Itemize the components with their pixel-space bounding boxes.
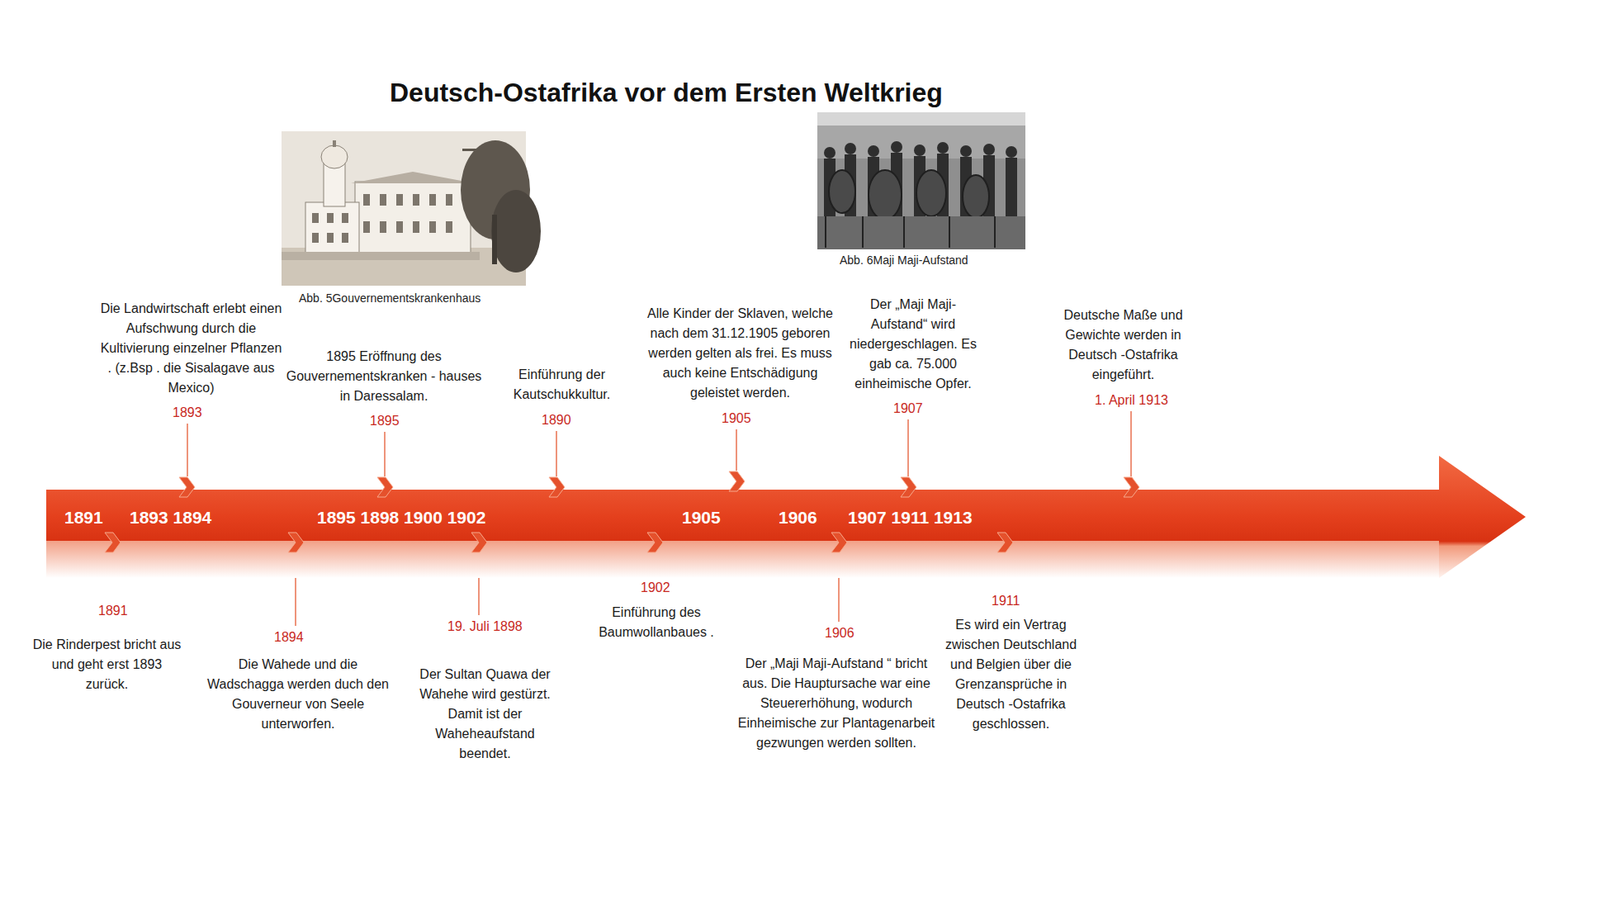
event-text: Einführung des Baumwollanbaues . — [586, 602, 727, 643]
event-date: 1906 — [824, 624, 855, 642]
event-date: 1. April 1913 — [1094, 392, 1169, 409]
event-text: Der Sultan Quawa der Wahehe wird gestürz… — [416, 664, 554, 764]
year-marker: 1905 — [681, 507, 721, 528]
event-text: Alle Kinder der Sklaven, welche nach dem… — [647, 303, 834, 403]
event-text: Deutsche Maße und Gewichte werden in Deu… — [1042, 305, 1204, 385]
timeline-arrow: 1891 1893 1894 1895 1898 1900 1902 1905 1906… — [46, 455, 1526, 578]
figure-caption: Abb. 5Gouvernementskrankenhaus — [298, 290, 481, 306]
event-date: 1893 — [172, 404, 203, 422]
hospital-photo — [281, 131, 541, 286]
event-text: Der „Maji Maji-Aufstand“ wird niedergesc… — [847, 294, 980, 394]
event-date: 1902 — [640, 579, 671, 597]
event-date: 1890 — [541, 411, 572, 429]
year-marker: 1906 — [778, 507, 818, 528]
event-text: 1895 Eröffnung des Gouvernementskranken … — [284, 346, 483, 407]
year-marker: 1893 1894 — [129, 507, 212, 528]
event-date: 1894 — [274, 629, 304, 646]
event-text: Der „Maji Maji-Aufstand “ bricht aus. Di… — [737, 653, 936, 753]
event-text: Die Wahede und die Wadschagga werden duc… — [203, 654, 393, 734]
event-text: Es wird ein Vertrag zwischen Deutschland… — [942, 615, 1080, 734]
year-marker: 1891 — [64, 507, 104, 528]
year-marker: 1895 1898 1900 1902 — [317, 507, 486, 528]
diagram-title: Deutsch-Ostafrika vor dem Ersten Weltkri… — [389, 75, 943, 109]
event-text: Die Landwirtschaft erlebt einen Aufschwu… — [98, 298, 285, 398]
event-date: 1911 — [991, 592, 1020, 610]
warriors-photo — [817, 112, 1026, 250]
event-date: 1905 — [721, 410, 752, 427]
figure-caption: Abb. 6Maji Maji-Aufstand — [839, 252, 969, 268]
event-date: 1907 — [893, 400, 924, 417]
event-date: 1891 — [98, 602, 128, 620]
event-text: Einführung der Kautschukkultur. — [493, 364, 630, 405]
event-date: 19. Juli 1898 — [447, 618, 523, 635]
event-date: 1895 — [369, 412, 400, 430]
year-marker: 1907 1911 1913 — [847, 507, 973, 528]
event-text: Die Rinderpest bricht aus und geht erst … — [30, 634, 184, 695]
